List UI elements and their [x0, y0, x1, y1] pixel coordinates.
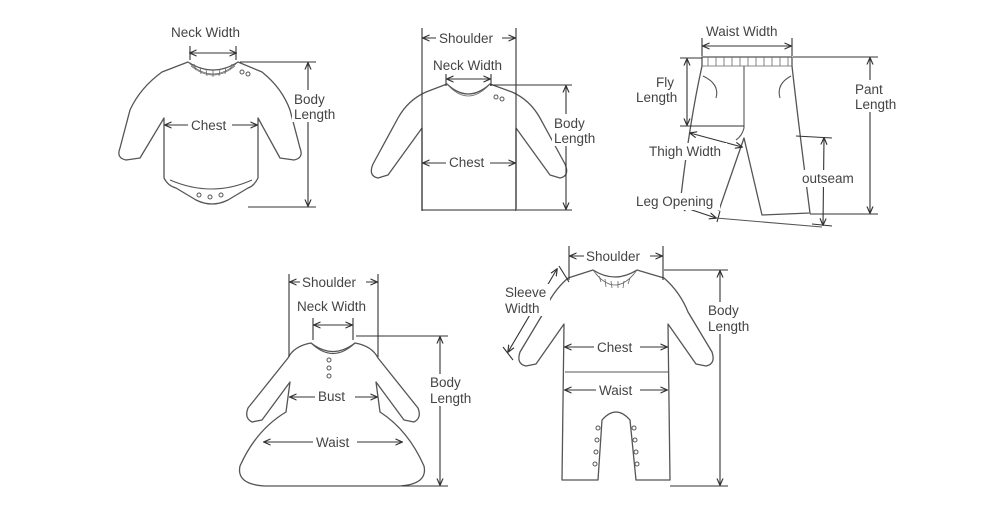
romper-snap — [594, 437, 600, 443]
bodysuit-diagram: Neck Width Chest Body Length — [118, 25, 342, 208]
dress-neck-width-label: Neck Width — [297, 299, 366, 314]
sweater-shoulder-button — [493, 94, 499, 100]
sweater-body-length-label-1: Body — [554, 116, 585, 131]
pants-outseam-label: outseam — [802, 171, 854, 186]
romper-waist-label: Waist — [599, 383, 632, 398]
pants-fly-length-label-1: Fly — [656, 75, 674, 90]
sweater-diagram: Shoulder Neck Width Chest Body Length — [370, 28, 602, 211]
dress-shoulder-label: Shoulder — [302, 275, 357, 290]
bodysuit-neck-width-label: Neck Width — [171, 25, 240, 40]
bodysuit-shoulder-snap — [239, 69, 245, 75]
dress-body-length-label-2: Length — [430, 391, 471, 406]
sweater-shoulder-button — [499, 96, 505, 102]
sweater-body-length-label-2: Length — [554, 131, 595, 146]
romper-snap — [593, 449, 599, 455]
dress-button — [326, 357, 332, 363]
dress-diagram: Shoulder Neck Width Bust Waist Body Leng… — [238, 273, 478, 487]
sweater-neck-width-label: Neck Width — [433, 58, 502, 73]
pants-outline — [680, 56, 811, 216]
pants-pocket-right — [778, 75, 792, 99]
romper-snap — [632, 437, 638, 443]
romper-snap — [631, 425, 637, 431]
romper-snap — [633, 449, 639, 455]
pants-waistband — [702, 57, 792, 67]
pants-fly-length-label-2: Length — [636, 90, 677, 105]
romper-body-length-label-2: Length — [708, 319, 749, 334]
bodysuit-crotch-snap — [218, 192, 224, 198]
romper-sleeve-width-label-1: Sleeve — [505, 285, 546, 300]
romper-diagram: Shoulder Sleeve Width Chest Waist Body L… — [502, 246, 756, 487]
bodysuit-body-length-label-1: Body — [294, 92, 325, 107]
sweater-collar — [446, 83, 491, 97]
dress-waist-label: Waist — [316, 435, 349, 450]
romper-sleeve-width-label-2: Width — [505, 301, 540, 316]
bodysuit-crotch-line — [169, 179, 253, 190]
bodysuit-collar — [187, 61, 239, 77]
dress-button — [326, 365, 332, 371]
pants-waist-width-label: Waist Width — [706, 24, 778, 39]
dress-outline — [238, 342, 426, 487]
bodysuit-crotch-snap — [196, 192, 202, 198]
pants-pant-length-label-2: Length — [855, 97, 896, 112]
sweater-shoulder-label: Shoulder — [439, 31, 494, 46]
dress-body-length-label-1: Body — [430, 375, 461, 390]
pants-pocket-left — [702, 75, 718, 99]
romper-snap — [595, 425, 601, 431]
bodysuit-shoulder-snap — [245, 71, 251, 77]
pants-thigh-width-arrow — [690, 133, 742, 147]
sweater-chest-label: Chest — [449, 155, 485, 170]
dress-collar — [310, 342, 356, 355]
romper-snap — [592, 461, 598, 467]
bodysuit-crotch-snap — [207, 194, 213, 200]
pants-diagram: Waist Width Fly Length Pant Length Thigh… — [634, 24, 904, 228]
dress-bust-label: Bust — [318, 389, 345, 404]
bodysuit-body-length-label-2: Length — [294, 107, 335, 122]
pants-pant-length-label-1: Pant — [855, 82, 883, 97]
romper-collar — [592, 269, 638, 289]
romper-chest-label: Chest — [597, 340, 633, 355]
romper-body-length-label-1: Body — [708, 303, 739, 318]
romper-shoulder-label: Shoulder — [586, 249, 641, 264]
bodysuit-chest-label: Chest — [191, 118, 227, 133]
dress-button — [326, 373, 332, 379]
pants-leg-opening-label: Leg Opening — [636, 194, 713, 209]
pants-hem-line — [715, 217, 823, 228]
romper-snap — [634, 461, 640, 467]
sweater-outline — [370, 83, 568, 211]
pants-thigh-width-label: Thigh Width — [649, 144, 721, 159]
